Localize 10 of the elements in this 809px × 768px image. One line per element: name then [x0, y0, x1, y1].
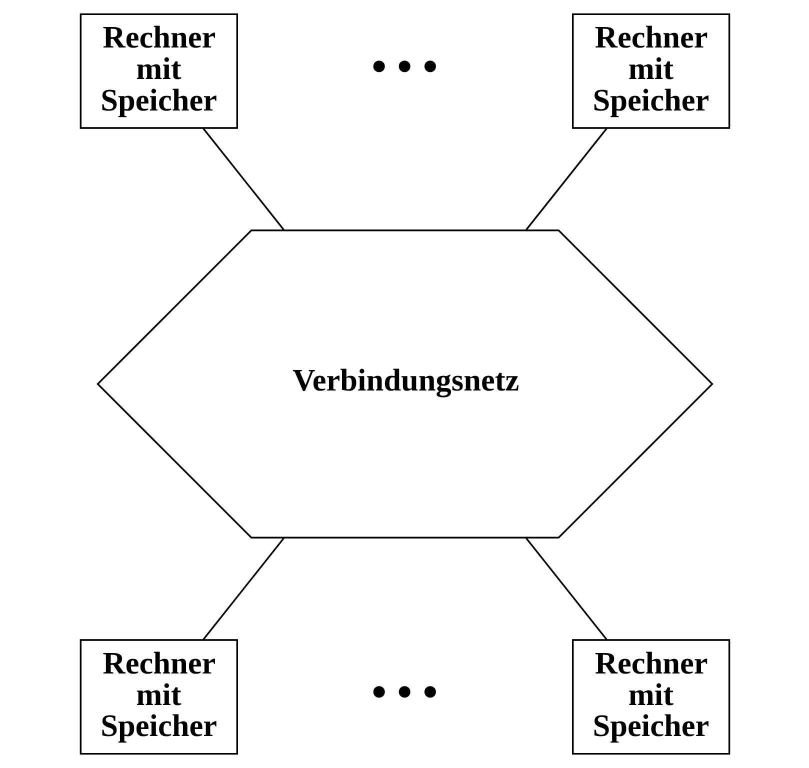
connector [202, 128, 284, 231]
node-box: Rechner mit Speicher [79, 639, 238, 755]
connector [524, 537, 608, 641]
node-box: Rechner mit Speicher [572, 13, 730, 129]
node-box: Rechner mit Speicher [572, 639, 730, 755]
connector [524, 128, 607, 231]
connector [202, 537, 284, 641]
label: • • • [371, 669, 438, 716]
label: • • • [371, 43, 438, 90]
node-box: Rechner mit Speicher [79, 13, 238, 129]
